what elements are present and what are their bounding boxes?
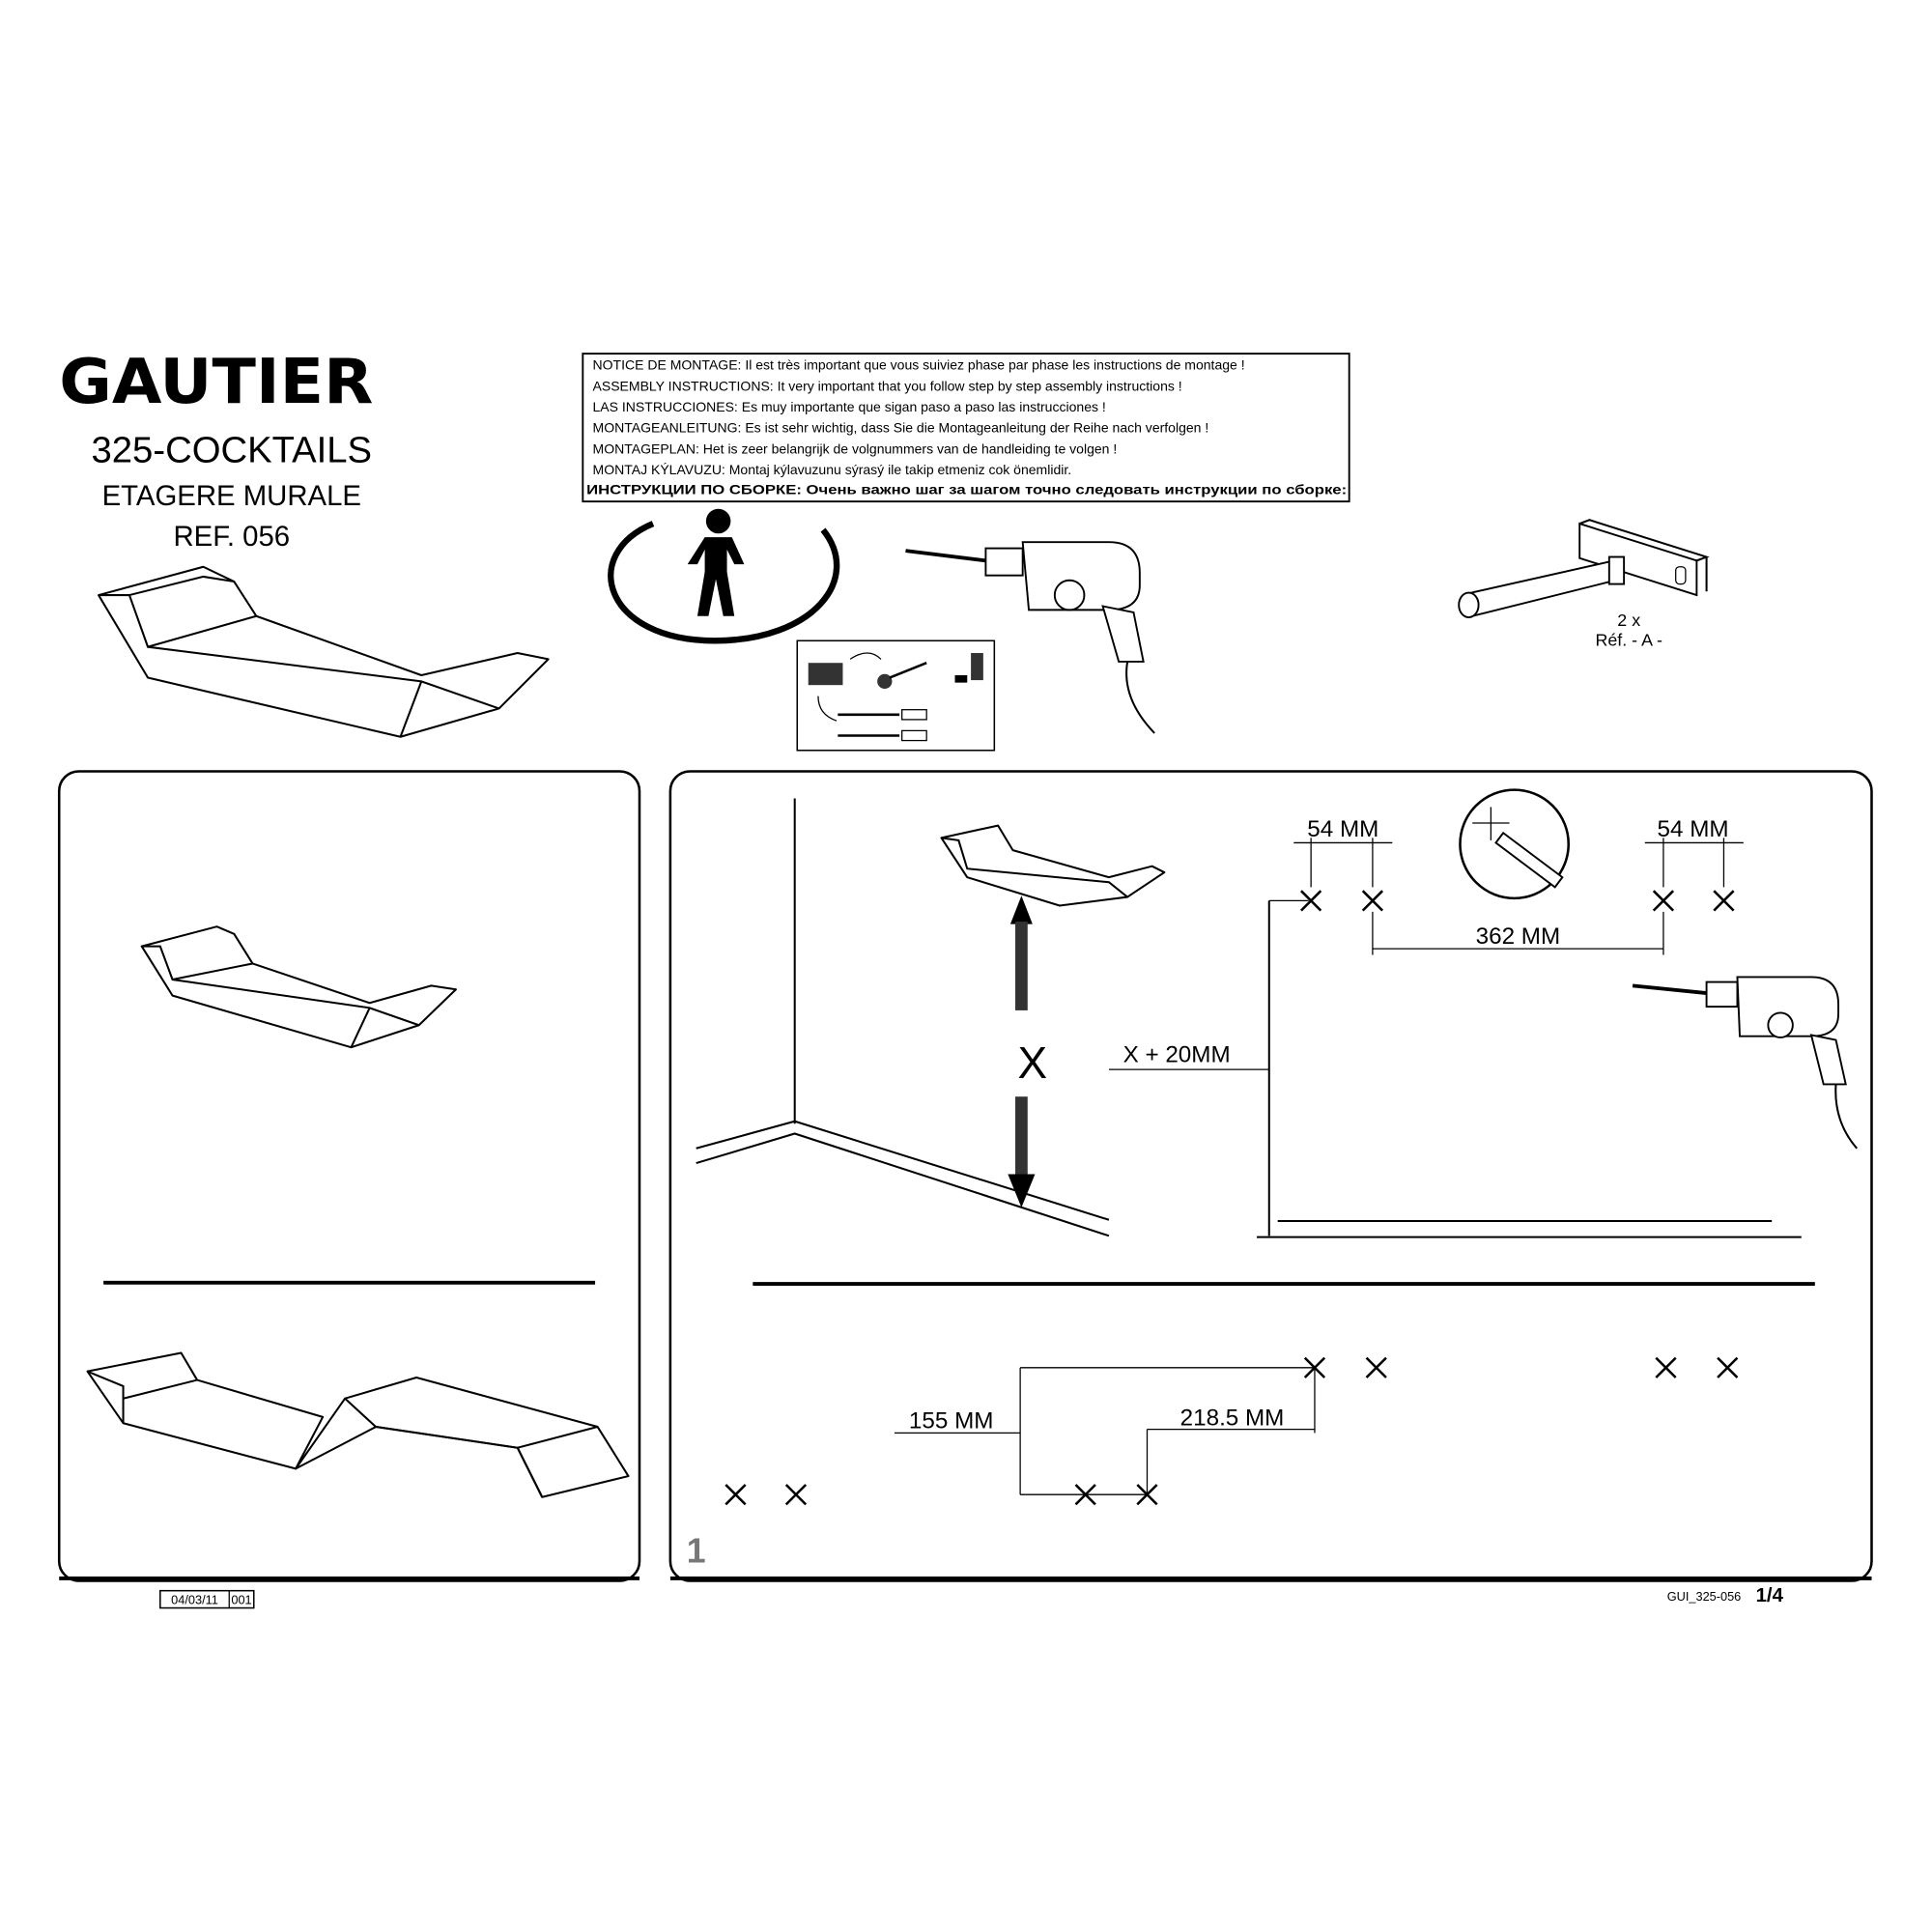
product-subtitle: ETAGERE MURALE [102,480,361,512]
single-shelf-illustration [140,925,457,1049]
pencil-mark-icon [1459,788,1570,900]
notice-line-de: MONTAGEANLEITUNG: Es ist sehr wichtig, d… [593,420,1209,436]
drill-hole-marks [724,890,1739,1506]
footer: 04/03/11 001 GUI_325-056 1/4 [159,1585,1784,1609]
footer-doc-code: GUI_325-056 [1667,1589,1742,1604]
double-shelf-illustration [86,1351,630,1498]
part-ref: Réf. - A - [1596,630,1662,649]
footer-page: 1/4 [1756,1585,1784,1606]
vertical-offset-label: 155 MM [909,1407,993,1434]
drill-icon [1632,976,1858,1150]
notice-box: NOTICE DE MONTAGE: Il est très important… [582,353,1350,503]
footer-revision: 001 [231,1593,251,1607]
person-assembly-icon [608,508,840,644]
shelf-illustration [98,565,550,738]
notice-line-fr: NOTICE DE MONTAGE: Il est très important… [593,357,1245,373]
drill-icon [905,541,1155,734]
height-x-label: X [1018,1037,1048,1088]
notice-line-tr: MONTAJ KÝLAVUZU: Montaj kýlavuzunu sýras… [593,462,1072,477]
up-arrow [1009,895,1033,1010]
notice-line-es: LAS INSTRUCCIONES: Es muy importante que… [593,399,1106,414]
notice-line-nl: MONTAGEPLAN: Het is zeer belangrijk de v… [593,440,1118,456]
left-panel [57,770,641,1582]
bracket-part-a [1458,519,1710,618]
right-panel: X X + 20MM 54 MM 54 MM 362 MM [668,770,1873,1582]
shelf-on-wall-illustration [940,824,1166,907]
offset-left-label: 54 MM [1307,816,1378,842]
brand-logo: GAUTIER [59,347,373,418]
notice-line-en: ASSEMBLY INSTRUCTIONS: It very important… [593,378,1182,393]
product-name: 325-COCKTAILS [92,429,373,470]
part-quantity: 2 x [1617,611,1640,630]
offset-right-label: 54 MM [1658,816,1729,842]
notice-line-ru: ИНСТРУКЦИИ ПО СБОРКЕ: Очень важно шаг за… [586,481,1347,497]
horizontal-offset-label: 218.5 MM [1180,1406,1285,1432]
footer-date: 04/03/11 [171,1593,218,1607]
tools-icon [796,639,996,752]
down-arrow [1008,1096,1036,1208]
product-ref: REF. 056 [173,521,290,553]
spacing-label: 362 MM [1476,923,1561,950]
height-dimension-label: X + 20MM [1123,1041,1231,1067]
step-number: 1 [687,1531,706,1570]
